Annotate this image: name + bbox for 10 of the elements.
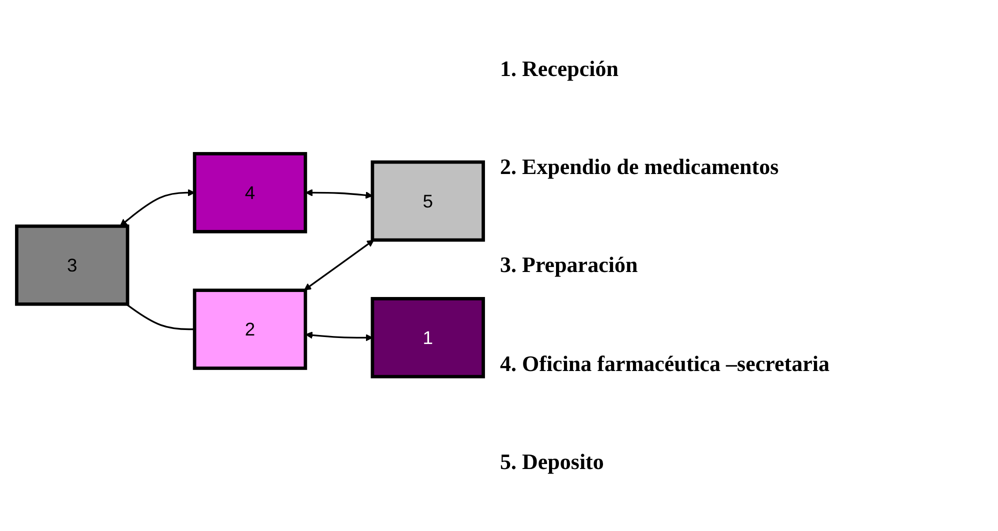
room-box: 2 [192,288,308,370]
room-box: 5 [370,160,485,242]
legend-entry: 4. Oficina farmacéutica –secretaria [500,350,830,377]
room-box: 1 [370,297,485,379]
legend-entry: 2. Expendio de medicamentos [500,154,779,180]
room-box: 4 [192,152,308,234]
legend-entry: 1. Recepción [500,56,619,82]
legend-entry: 3. Preparación [500,252,638,278]
legend-entry: 5. Deposito [500,448,604,475]
room-box: 3 [15,224,130,306]
